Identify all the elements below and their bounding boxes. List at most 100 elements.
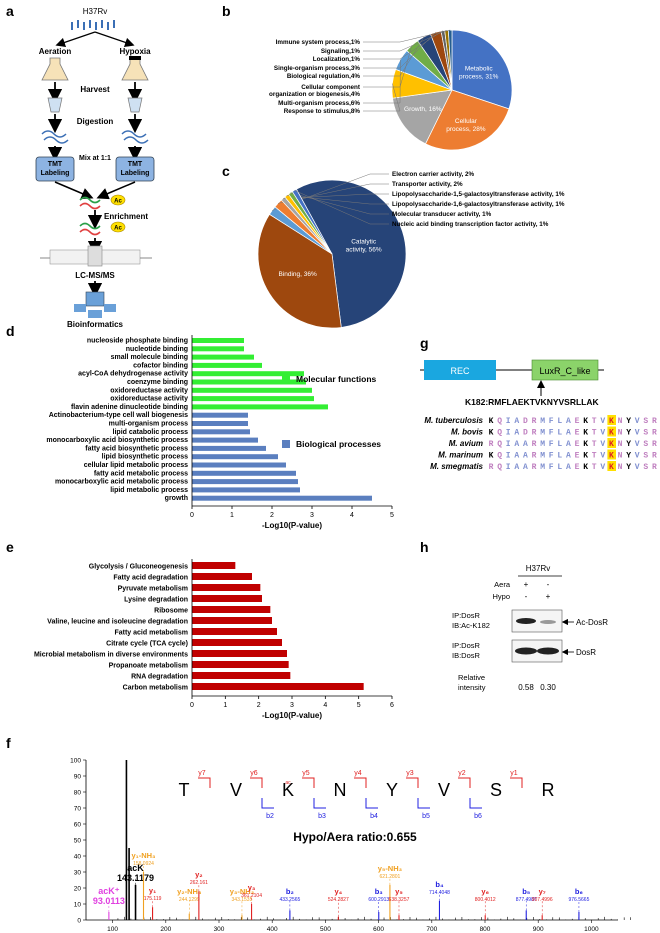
- bar: [192, 617, 272, 624]
- residue: I: [506, 429, 511, 438]
- ip2-label: IP:DosR: [452, 641, 481, 650]
- acetyl-mark: ac: [285, 780, 291, 786]
- bar: [192, 487, 300, 493]
- hypo-lane1: -: [525, 592, 528, 601]
- category-label: fatty acid biosynthetic process: [85, 445, 188, 452]
- bar: [192, 346, 244, 352]
- highlight-cell: [607, 461, 616, 471]
- leader-line: [286, 195, 389, 205]
- peak-mz: 621.2801: [379, 874, 400, 880]
- sequence-residue: V: [438, 780, 450, 800]
- y-tick-label: 70: [74, 806, 82, 813]
- residue: F: [549, 440, 554, 449]
- leader-line: [363, 59, 401, 104]
- residue: M: [540, 452, 545, 461]
- bioinformatics-label: Bioinformatics: [67, 320, 124, 329]
- residue: V: [600, 463, 605, 472]
- residue: E: [575, 429, 580, 438]
- peak-mz: 714.4048: [429, 890, 450, 896]
- category-label: monocarboxylic acid metabolic process: [55, 479, 188, 486]
- pie-slice-label: Multi-organism process,6%: [278, 100, 360, 107]
- x-tick-label: 400: [267, 926, 278, 933]
- b-ion-label: b4: [370, 813, 378, 820]
- ip1-label: IP:DosR: [452, 611, 481, 620]
- category-label: Microbial metabolism in diverse environm…: [34, 652, 188, 659]
- residue: V: [600, 440, 605, 449]
- category-label: oxidoreductase activity: [110, 396, 188, 403]
- residue: I: [506, 440, 511, 449]
- enrichment-label: Enrichment: [104, 212, 148, 221]
- residue: Y: [626, 429, 631, 438]
- x-tick-label: 100: [107, 926, 118, 933]
- x-tick-label: 5: [390, 512, 394, 519]
- rel-value-lane1: 0.58: [518, 683, 534, 692]
- residue: M: [540, 417, 545, 426]
- peak-label: y₁: [149, 886, 156, 895]
- x-tick-label: 300: [214, 926, 225, 933]
- highlight-cell: [607, 426, 616, 437]
- sequence-residue: T: [179, 780, 190, 800]
- category-label: lipid biosynthetic process: [102, 454, 188, 461]
- residue: N: [618, 463, 623, 472]
- pie-slice-label: Binding, 36%: [278, 271, 317, 278]
- peak-mz: 907.4996: [532, 897, 553, 903]
- pie-slice: [392, 89, 453, 145]
- residue: R: [652, 452, 657, 461]
- x-tick-label: 500: [320, 926, 331, 933]
- residue: R: [532, 440, 537, 449]
- category-label: Fatty acid degradation: [113, 575, 188, 582]
- residue: N: [618, 452, 623, 461]
- residue: N: [618, 417, 623, 426]
- ac-label-2: Ac: [114, 226, 122, 232]
- y-tick-label: 0: [77, 918, 81, 925]
- panel-label-c: c: [222, 163, 230, 179]
- residue: Q: [497, 452, 502, 461]
- category-label: monocarboxylic acid biosynthetic process: [46, 437, 188, 444]
- residue: K: [609, 429, 614, 438]
- x-tick-label: 0: [190, 702, 194, 709]
- residue: I: [506, 417, 511, 426]
- bar: [192, 672, 291, 679]
- domain-diagram: REC LuxR_C_like K182:RMFLAEKTVKNYVSRLLAK: [420, 359, 604, 407]
- y-tick-label: 20: [74, 886, 82, 893]
- residue: R: [532, 417, 537, 426]
- species-label: M. smegmatis: [430, 462, 483, 471]
- peak-mz: 433.2565: [279, 897, 300, 903]
- category-label: lipid catabolic process: [113, 429, 189, 436]
- leader-line: [290, 192, 389, 215]
- legend-label: Biological processes: [296, 439, 381, 449]
- residue: E: [575, 463, 580, 472]
- species-label: M. marinum: [438, 451, 483, 460]
- b-ion-bracket: [469, 798, 482, 809]
- western-blot: H37Rv Aera Hypo + - - + IP:DosR IB:Ac-K1…: [452, 564, 608, 692]
- residue: E: [575, 417, 580, 426]
- residue: V: [600, 452, 605, 461]
- leader-line: [363, 29, 451, 43]
- band-lane2: [540, 620, 556, 624]
- x-tick-label: 800: [480, 926, 491, 933]
- aeration-label: Aeration: [39, 47, 72, 56]
- residue: K: [583, 440, 588, 449]
- residue: A: [566, 417, 571, 426]
- tmt-label-hypoxia: TMT Labeling: [120, 161, 150, 177]
- residue: M: [540, 463, 545, 472]
- sequence-residue: K: [282, 780, 294, 800]
- peak-label: y₄: [334, 887, 342, 896]
- residue: A: [514, 429, 519, 438]
- y-ion-bracket: [406, 777, 419, 788]
- highlight-cell: [607, 415, 616, 425]
- category-label: Actinobacterium-type cell wall biogenesi…: [49, 412, 188, 419]
- peak-mz: 638.3257: [389, 897, 410, 903]
- residue: V: [635, 417, 640, 426]
- residue: E: [575, 452, 580, 461]
- residue: M: [540, 429, 545, 438]
- residue: V: [635, 429, 640, 438]
- pie-slice-label: Immune system process,1%: [276, 39, 361, 46]
- peak-mz: 262.161: [190, 880, 208, 886]
- bar: [192, 683, 364, 690]
- residue: K: [609, 417, 614, 426]
- residue: T: [592, 452, 597, 461]
